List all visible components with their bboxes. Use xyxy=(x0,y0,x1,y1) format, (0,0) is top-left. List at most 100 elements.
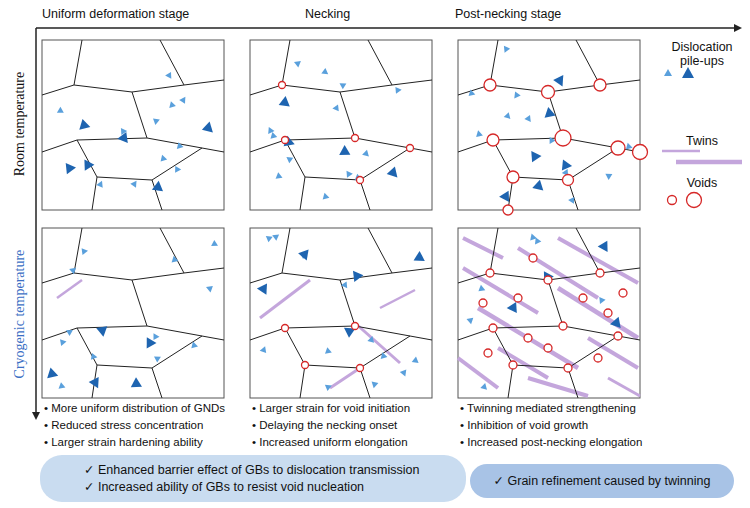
dislocation-pileup xyxy=(340,83,347,89)
grain-boundary xyxy=(305,365,360,368)
legend-text: Twins xyxy=(658,134,746,148)
dislocation-pileup xyxy=(325,385,332,391)
void xyxy=(564,364,572,372)
grain-boundary xyxy=(513,365,568,368)
grain-boundary xyxy=(282,85,340,92)
dislocation-pileup xyxy=(121,128,127,135)
dislocation-pileup xyxy=(599,297,605,304)
void xyxy=(544,276,552,284)
dislocation-pileup xyxy=(626,143,633,150)
row-heading: Room temperature xyxy=(12,34,28,214)
grain-boundary xyxy=(548,273,600,280)
grain-boundary xyxy=(340,85,392,92)
grain-boundary xyxy=(282,273,340,280)
mechanism-text: ✓ Grain refinement caused by twinning xyxy=(470,473,734,490)
void xyxy=(619,289,627,297)
dislocation-pileup xyxy=(367,336,374,343)
twin xyxy=(558,238,638,283)
void xyxy=(282,137,289,144)
grain-boundary xyxy=(568,148,618,180)
dislocation-pileup xyxy=(531,151,541,162)
void xyxy=(509,361,517,369)
dislocation-pileup xyxy=(332,104,338,111)
grain-boundary xyxy=(160,40,184,85)
microstructure-panel xyxy=(42,40,224,210)
grain-boundary xyxy=(74,85,132,92)
grain-boundary xyxy=(568,368,578,398)
dislocation-pileup xyxy=(172,256,179,263)
grain-boundary xyxy=(152,368,162,398)
grain-boundary xyxy=(360,368,370,398)
grain-boundary xyxy=(202,336,224,340)
grain-boundary xyxy=(300,365,305,398)
grain-boundary xyxy=(410,336,432,340)
dislocation-pileup xyxy=(480,383,487,390)
dislocation-pileup xyxy=(152,181,163,191)
dislocation-pileup xyxy=(191,342,198,349)
void xyxy=(579,294,587,302)
grain-boundary xyxy=(368,228,392,273)
dislocation-pileup xyxy=(325,347,332,354)
legend-text: Voids xyxy=(658,176,746,190)
dislocation-pileup xyxy=(271,132,278,139)
dislocation-pileup xyxy=(260,346,267,353)
grain-boundary xyxy=(132,280,147,326)
grain-boundary xyxy=(490,40,498,85)
void xyxy=(489,324,497,332)
void xyxy=(594,354,602,362)
grain-boundary xyxy=(513,177,568,180)
stage-heading: Post-necking stage xyxy=(455,7,561,21)
twin xyxy=(260,280,310,318)
dislocation-pileup xyxy=(82,248,88,255)
void xyxy=(555,130,571,146)
grain-boundary xyxy=(285,328,305,365)
dislocation-pileup xyxy=(400,370,407,377)
dislocation-pileup xyxy=(154,333,160,340)
dislocation-pileup xyxy=(59,382,66,389)
dislocation-pileup xyxy=(96,326,107,337)
grain-boundary xyxy=(340,92,355,138)
grain-boundary xyxy=(508,365,513,398)
void xyxy=(352,323,359,330)
grain-boundary xyxy=(600,268,640,273)
void xyxy=(484,349,492,357)
grain-boundary xyxy=(97,365,152,368)
microstructure-panel xyxy=(42,228,224,398)
dislocation-pileup xyxy=(161,155,168,162)
microstructure-panel xyxy=(250,228,432,398)
panel-frame xyxy=(42,228,224,398)
void xyxy=(542,86,555,99)
dislocation-pileup xyxy=(387,166,398,177)
void xyxy=(514,294,522,302)
grain-boundary xyxy=(360,148,410,180)
panel-frame xyxy=(250,40,432,210)
grain-boundary xyxy=(152,148,202,180)
legend-twin-thick xyxy=(676,160,742,165)
dislocation-pileup xyxy=(545,107,556,118)
grain-boundary xyxy=(282,228,290,273)
grain-boundary xyxy=(563,326,618,336)
effect-bullet: • Increased post-necking elongation xyxy=(460,436,642,449)
dislocation-pileup xyxy=(341,281,347,288)
grain-boundary xyxy=(576,40,600,85)
dislocation-pileup xyxy=(84,160,94,171)
twin xyxy=(380,290,415,308)
dislocation-pileup xyxy=(179,97,185,104)
dislocation-pileup xyxy=(339,145,350,155)
dislocation-pileup xyxy=(47,368,58,379)
mechanism-text: ✓ Enhanced barrier effect of GBs to disl… xyxy=(84,462,466,479)
grain-boundary xyxy=(184,80,224,85)
grain-boundary xyxy=(458,273,490,283)
dislocation-pileup xyxy=(91,353,98,360)
grain-boundary xyxy=(360,180,370,210)
grain-boundary xyxy=(250,273,282,283)
dislocation-pileup xyxy=(154,356,161,362)
twin xyxy=(478,308,578,368)
dislocation-pileup xyxy=(321,68,328,74)
dislocation-pileup xyxy=(298,250,309,261)
dislocation-pileup xyxy=(130,181,136,188)
panel-frame xyxy=(458,40,640,210)
grain-boundary xyxy=(77,138,147,140)
effect-bullet: • Larger strain for void initiation xyxy=(252,402,410,415)
